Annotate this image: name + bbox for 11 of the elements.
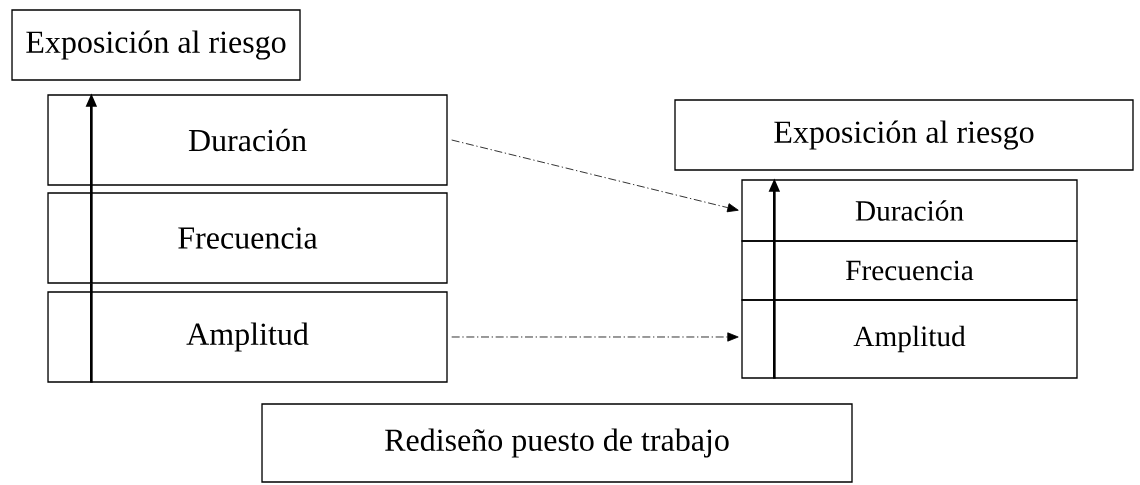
- stacked-box: Duración: [741, 179, 1078, 242]
- title-box: Exposición al riesgo: [674, 99, 1134, 171]
- arrow: [451, 139, 739, 213]
- arrow: [451, 332, 739, 342]
- title-box: Rediseño puesto de trabajo: [261, 403, 853, 483]
- title-box: Exposición al riesgo: [11, 9, 301, 81]
- stacked-box: Frecuencia: [741, 240, 1078, 301]
- stacked-box: Amplitud: [47, 291, 448, 383]
- stacked-box: Frecuencia: [47, 192, 448, 284]
- stacked-box: Duración: [47, 94, 448, 186]
- stacked-box: Amplitud: [741, 299, 1078, 379]
